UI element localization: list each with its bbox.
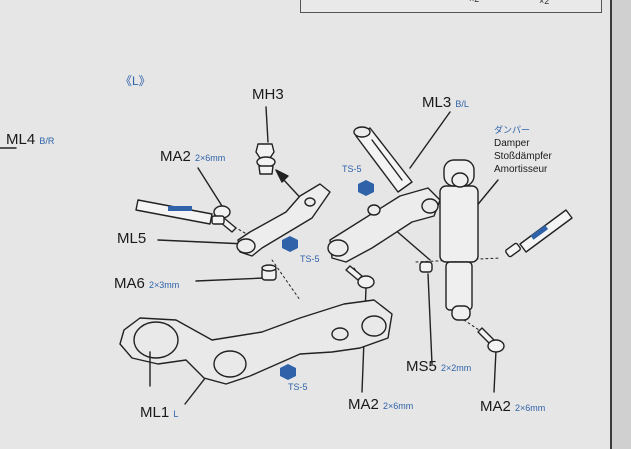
threadlock-drops	[280, 180, 374, 380]
label-ms5: MS5 2×2mm	[406, 358, 472, 375]
ma2-mid-screw	[345, 265, 375, 289]
leader-ma6	[195, 277, 265, 282]
leader-ma2-right	[493, 349, 497, 393]
threadlock-tube-left	[135, 199, 225, 225]
damper-body	[439, 159, 479, 321]
qty-right: ×2	[539, 0, 550, 6]
label-ml1: ML1 L	[140, 404, 179, 421]
ma6-spacer	[261, 264, 277, 281]
label-ma2-top: MA2 2×6mm	[160, 148, 226, 165]
leader-ma2-top	[197, 167, 223, 207]
leader-mh3	[265, 106, 269, 143]
instruction-page	[610, 0, 612, 449]
quantity-box: ×2 ×2	[300, 0, 602, 13]
label-ma6: MA6 2×3mm	[114, 275, 180, 292]
label-mh3: MH3	[252, 86, 284, 103]
qty-left: ×2	[469, 0, 479, 4]
page-margin	[612, 0, 631, 449]
label-ts5-c: TS-5	[288, 382, 308, 392]
leader-ml5	[157, 239, 247, 245]
section-label: 《L》	[120, 74, 151, 88]
ml1-arm	[119, 299, 393, 387]
label-ts5-b: TS-5	[300, 254, 320, 264]
leader-ms5	[427, 273, 433, 365]
label-ml4: ML4 B/R	[6, 131, 55, 148]
label-ml5: ML5	[117, 230, 147, 247]
ml3-arm	[327, 126, 441, 263]
ms5-spacer	[419, 261, 433, 273]
leader-ml3	[409, 111, 451, 169]
label-ma2-mid: MA2 2×6mm	[348, 396, 414, 413]
label-damper: ダンパー Damper Stoßdämpfer Amortisseur	[494, 125, 552, 175]
label-ts5-a: TS-5	[342, 164, 362, 174]
ml5-link	[236, 183, 331, 257]
label-ma2-right: MA2 2×6mm	[480, 398, 546, 415]
label-ml3: ML3 B/L	[422, 94, 469, 111]
ma2-right-screw	[477, 327, 505, 353]
mh3-ball-stud	[255, 143, 276, 175]
threadlock-tube-right	[505, 209, 573, 258]
